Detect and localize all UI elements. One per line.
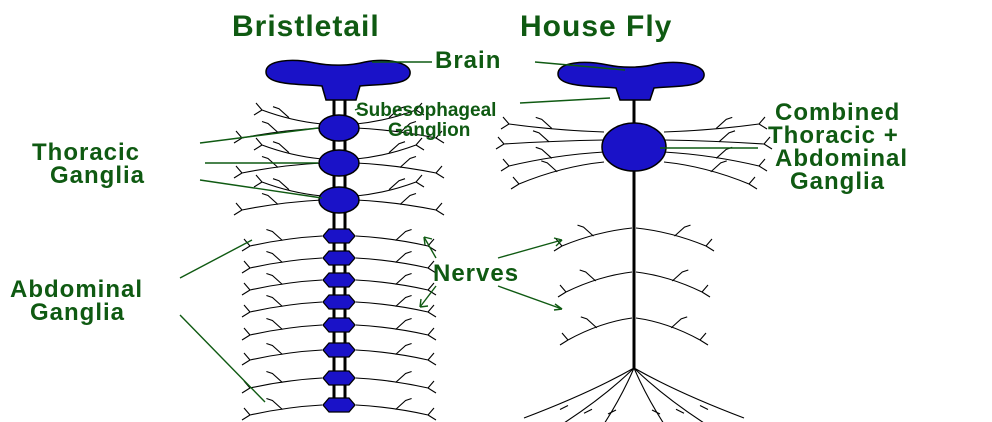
nerve-branch bbox=[356, 258, 428, 268]
nerve-branch bbox=[562, 228, 632, 246]
nerve-branch bbox=[250, 302, 322, 312]
nerve-branch bbox=[636, 272, 702, 292]
nerve-branch bbox=[504, 140, 604, 144]
bristletail-abdominal-ganglion-1 bbox=[323, 229, 355, 243]
housefly-brain bbox=[558, 62, 704, 100]
housefly-combined-ganglion bbox=[602, 123, 666, 171]
nerve-branch bbox=[242, 163, 322, 173]
nerve-branch bbox=[568, 318, 632, 340]
title-house-fly: House Fly bbox=[520, 10, 672, 43]
nerve-branch bbox=[356, 378, 428, 388]
bristletail-abdominal-ganglia bbox=[323, 229, 355, 412]
nerve-branch bbox=[664, 124, 759, 132]
bristletail-abdominal-ganglion-6 bbox=[323, 343, 355, 357]
label-subesophageal-line2: Ganglion bbox=[388, 120, 470, 141]
nerve-branch bbox=[250, 378, 322, 388]
label-abdominal-line2: Ganglia bbox=[30, 299, 125, 326]
label-brain: Brain bbox=[435, 47, 501, 74]
nerve-branch bbox=[636, 318, 700, 340]
nerve-branch bbox=[356, 163, 436, 173]
nerve-branch bbox=[356, 350, 428, 360]
bristletail-abdominal-ganglion-3 bbox=[323, 273, 355, 287]
bristletail-thoracic-ganglion-2 bbox=[319, 187, 359, 213]
nerve-branch bbox=[566, 272, 632, 292]
nerve-branch bbox=[250, 280, 322, 290]
bristletail-brain bbox=[266, 60, 410, 100]
nerve-branch bbox=[262, 110, 322, 124]
label-subesophageal-line1: Subesophageal bbox=[356, 100, 496, 121]
nerve-branch bbox=[664, 140, 764, 144]
bristletail-subesophageal-ganglion bbox=[319, 115, 359, 141]
nerve-branch bbox=[250, 350, 322, 360]
housefly-nervous-system bbox=[496, 62, 772, 422]
bristletail-thoracic-ganglion-1 bbox=[319, 150, 359, 176]
nerve-branch bbox=[356, 200, 436, 210]
label-combined-line4: Ganglia bbox=[790, 168, 885, 195]
bristletail-abdominal-ganglion-2 bbox=[323, 251, 355, 265]
nerve-branch bbox=[242, 200, 322, 210]
nerve-branch bbox=[356, 405, 428, 415]
nerve-branch bbox=[356, 145, 416, 159]
bristletail-abdominal-ganglion-5 bbox=[323, 318, 355, 332]
nerve-branch bbox=[356, 182, 416, 196]
nerve-branch bbox=[250, 236, 322, 246]
bristletail-abdominal-ganglion-4 bbox=[323, 295, 355, 309]
nerve-branch bbox=[250, 258, 322, 268]
nerve-branch bbox=[356, 236, 428, 246]
nerve-branch bbox=[519, 162, 604, 184]
nerve-branch bbox=[262, 145, 322, 159]
nerve-branch bbox=[250, 405, 322, 415]
bristletail-abdominal-ganglion-8 bbox=[323, 398, 355, 412]
label-nerves: Nerves bbox=[433, 260, 519, 287]
bristletail-abdominal-ganglion-7 bbox=[323, 371, 355, 385]
nerve-branch bbox=[636, 228, 706, 246]
nerve-branch bbox=[664, 162, 749, 184]
title-bristletail: Bristletail bbox=[232, 10, 380, 43]
nerve-branch bbox=[356, 325, 428, 335]
nerve-branch bbox=[356, 302, 428, 312]
label-thoracic-line2: Ganglia bbox=[50, 162, 145, 189]
nerve-branch bbox=[509, 124, 604, 132]
nerve-branch bbox=[250, 325, 322, 335]
nerve-branch bbox=[356, 280, 428, 290]
